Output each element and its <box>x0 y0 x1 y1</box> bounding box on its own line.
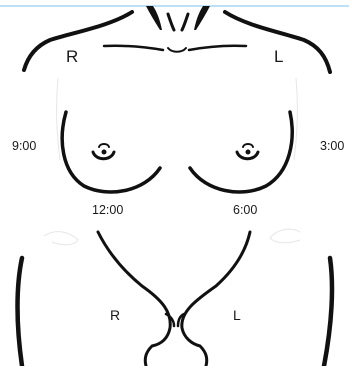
right-breast-profile <box>98 232 170 366</box>
faint-arm-right <box>44 232 78 245</box>
neck-right-inner <box>182 14 188 30</box>
left-breast-outline <box>190 112 292 192</box>
clock-label-12: 12:00 <box>92 203 123 217</box>
faint-torso-outline-left <box>294 78 297 160</box>
clavicle-left <box>189 46 246 50</box>
neck-right-stroke <box>194 6 210 30</box>
clock-label-9: 9:00 <box>12 139 36 153</box>
faint-torso-outline-right <box>57 78 60 160</box>
neck-left-stroke <box>146 6 162 30</box>
right-nipple-icon <box>93 144 114 159</box>
upper-right-side-label: R <box>66 47 78 66</box>
lower-left-side-label: L <box>233 307 241 323</box>
clock-label-3: 3:00 <box>320 139 344 153</box>
outer-body-line-left <box>324 258 332 366</box>
clavicle-right <box>104 46 163 50</box>
lower-side-view: R L <box>18 229 333 366</box>
left-nipple-icon <box>237 144 258 159</box>
upper-front-view: R L 9:00 3:00 12:00 6:00 <box>12 6 344 217</box>
left-breast-profile <box>182 232 250 366</box>
neck-left-inner <box>168 14 174 30</box>
outer-body-line-right <box>18 258 23 366</box>
lower-right-side-label: R <box>110 307 120 323</box>
clock-label-6: 6:00 <box>233 203 257 217</box>
right-breast-outline <box>62 112 160 192</box>
upper-left-side-label: L <box>274 47 283 66</box>
sternal-notch <box>168 48 186 52</box>
faint-arm-left <box>270 229 300 243</box>
